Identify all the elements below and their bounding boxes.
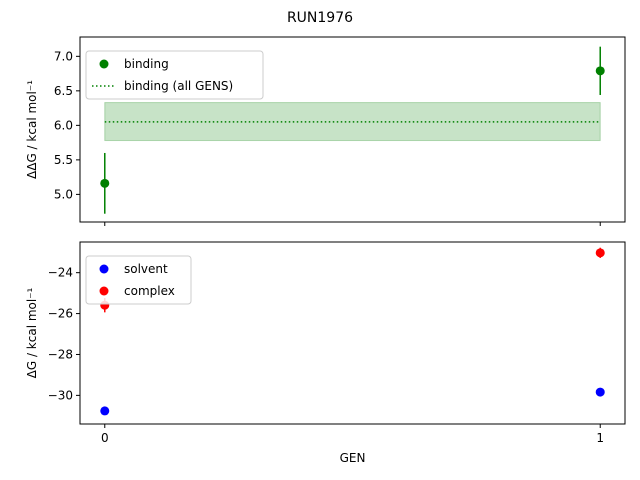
y-axis-label: ΔΔG / kcal mol⁻¹ — [25, 80, 39, 179]
legend-box — [85, 255, 192, 305]
y-tick-label: 6.0 — [54, 118, 73, 132]
y-tick-label: −24 — [48, 266, 73, 280]
legend-box — [85, 50, 264, 100]
legend-label: solvent — [124, 262, 168, 276]
data-point — [595, 248, 605, 258]
y-tick-label: 6.5 — [54, 84, 73, 98]
legend-marker — [99, 264, 109, 274]
figure-title: RUN1976 — [287, 10, 353, 26]
y-tick-label: −26 — [48, 307, 73, 321]
y-tick-label: 5.5 — [54, 153, 73, 167]
x-axis-label: GEN — [340, 451, 366, 465]
x-tick-label: 0 — [101, 431, 109, 445]
axes-frame — [79, 241, 626, 425]
legend-label: binding (all GENS) — [124, 79, 233, 93]
axes-frame — [79, 36, 626, 223]
legend-marker — [99, 59, 109, 69]
x-tick-label: 1 — [596, 431, 604, 445]
y-tick-label: 7.0 — [54, 49, 73, 63]
bottom-panel: −30 −28 −26 −24 0 1 ΔG / kcal mol⁻¹ GEN solvent c… — [25, 241, 626, 465]
legend-label: complex — [124, 284, 175, 298]
data-point — [100, 406, 110, 416]
y-tick-label: −30 — [48, 388, 73, 402]
data-point — [595, 66, 605, 76]
y-tick-label: −28 — [48, 347, 73, 361]
y-tick-label: 5.0 — [54, 187, 73, 201]
y-axis-label: ΔG / kcal mol⁻¹ — [25, 287, 39, 378]
data-point — [100, 178, 110, 188]
legend-label: binding — [124, 57, 169, 71]
legend-marker — [99, 286, 109, 296]
data-point — [595, 387, 605, 397]
